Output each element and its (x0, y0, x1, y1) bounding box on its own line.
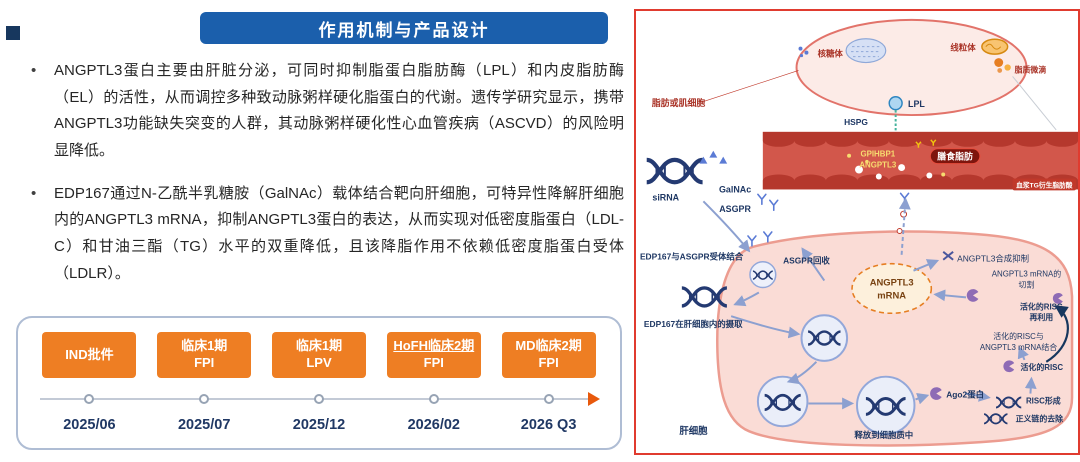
bullet-item-1: ANGPTL3蛋白主要由肝脏分泌，可同时抑制脂蛋白脂肪酶（LPL）和内皮脂肪酶（… (24, 58, 624, 165)
milestone-label: MD临床2期 (515, 338, 582, 354)
milestone-phase1-fpi: 临床1期 FPI 2025/07 (147, 332, 262, 440)
ribosome-icon (798, 46, 809, 58)
label-synthesis-inhibition: ANGPTL3合成抑制 (957, 254, 1029, 264)
label-risc-reuse-line1: 活化的RISC (1020, 301, 1063, 311)
membrane-receptor-icon (747, 235, 757, 247)
membrane-receptor-icon (763, 231, 773, 243)
milestone-date: 2026 Q3 (520, 417, 577, 433)
mitochondria-icon (981, 38, 1009, 55)
label-angptl3: ANGPTL3 (859, 161, 897, 170)
milestone-node (199, 394, 210, 404)
milestone-node (84, 394, 95, 404)
timeline-columns: IND批件 2025/06 临床1期 FPI 2025/07 临床1期 LPV (18, 318, 620, 448)
blood-vessel-shape (762, 131, 1078, 191)
milestone-box: IND批件 (42, 332, 137, 378)
milestone-sublabel: FPI (194, 355, 215, 370)
lpl-icon (888, 95, 903, 111)
endocytosis-vesicles (749, 260, 916, 436)
label-activated-risc: 活化的RISC (1021, 362, 1064, 372)
label-gpihbp1: GPIHBP1 (860, 150, 895, 159)
milestone-node (313, 394, 324, 404)
milestone-sublabel: FPI (538, 355, 559, 370)
nucleus-icon (845, 38, 887, 64)
galnac-icon (699, 150, 728, 164)
label-hepatocyte: 肝细胞 (679, 425, 708, 436)
plasma-tg-pill (1012, 178, 1077, 191)
milestone-label: IND批件 (65, 346, 114, 362)
label-galnac: GalNAc (719, 184, 751, 194)
label-fat-muscle-cell: 脂肪或肌细胞 (651, 97, 706, 108)
label-hspg: HSPG (844, 117, 868, 127)
milestone-label: HoFH临床2期 (393, 338, 475, 354)
label-ribosome: 核糖体 (818, 49, 844, 59)
milestone-date: 2025/06 (63, 417, 116, 433)
label-cleavage-line1: ANGPTL3 mRNA的 (992, 269, 1062, 279)
bullet-text-2: EDP167通过N-乙酰半乳糖胺（GalNAc）载体结合靶向肝细胞，可特异性降解… (54, 184, 624, 282)
label-sense-strand-removal: 正义链的去除 (1016, 413, 1064, 423)
sirna-helix-icon (647, 160, 703, 182)
label-asgpr: ASGPR (719, 204, 751, 214)
label-risc-bind-line2: ANGPTL3 mRNA结合 (980, 342, 1057, 352)
label-lipid-droplets: 脂质微滴 (1014, 64, 1047, 74)
asgpr-receptor-icon (768, 199, 779, 211)
label-asgpr-binding: EDP167与ASGPR受体结合 (640, 252, 744, 262)
flow-arrows (702, 197, 1037, 410)
milestone-box: 临床1期 FPI (157, 332, 252, 378)
milestone-box: MD临床2期 FPI (501, 332, 596, 378)
label-lpl: LPL (908, 99, 925, 109)
label-risc-reuse-line2: 再利用 (1029, 312, 1053, 322)
milestone-sublabel: FPI (423, 355, 444, 370)
lipid-vessel-connector-line (1012, 76, 1057, 131)
milestone-md-phase2: MD临床2期 FPI 2026 Q3 (491, 332, 606, 440)
secreted-angptl3-receptor-icon (899, 192, 910, 205)
label-risc-formation: RISC形成 (1026, 395, 1061, 405)
title-accent-square (6, 26, 20, 40)
milestone-node (543, 394, 554, 404)
milestone-phase1-lpv: 临床1期 LPV 2025/12 (262, 332, 377, 440)
asgpr-receptor-icon (757, 193, 767, 206)
label-mrna-line2: mRNA (877, 289, 906, 300)
risc-recycle-arrow (1045, 305, 1069, 363)
milestone-date: 2026/02 (407, 417, 460, 433)
fat-cell-pointer-line (701, 70, 799, 103)
label-release-cytoplasm: 释放到细胞质中 (854, 430, 913, 440)
label-mitochondria: 线粒体 (950, 43, 976, 53)
label-risc-bind-line1: 活化的RISC与 (993, 331, 1044, 341)
bullet-item-2: EDP167通过N-乙酰半乳糖胺（GalNAc）载体结合靶向肝细胞，可特异性降解… (24, 181, 624, 288)
label-dietary-fat: 膳食脂肪 (937, 151, 973, 162)
label-sirna: siRNA (652, 192, 679, 202)
label-cleavage-line2: 切割 (1019, 279, 1035, 289)
lipid-droplet-icon (994, 58, 1011, 73)
milestone-date: 2025/12 (292, 417, 346, 433)
milestone-box: HoFH临床2期 FPI (386, 332, 481, 378)
page-title: 作用机制与产品设计 (200, 12, 608, 44)
milestone-label: 临床1期 (295, 338, 343, 354)
angptl3-protein-icon (915, 139, 937, 148)
fat-muscle-cell-shape (795, 18, 1028, 117)
milestone-hofh-phase2: HoFH临床2期 FPI 2026/02 (376, 332, 491, 440)
label-mrna-line1: ANGPTL3 (870, 277, 914, 288)
bullet-text-1: ANGPTL3蛋白主要由肝脏分泌，可同时抑制脂蛋白脂肪酶（LPL）和内皮脂肪酶（… (54, 62, 624, 160)
milestone-ind: IND批件 2025/06 (32, 332, 147, 440)
label-ago2: Ago2蛋白 (946, 390, 984, 400)
milestone-box: 临床1期 LPV (271, 332, 366, 378)
label-asgpr-recycle: ASGPR回收 (783, 256, 830, 266)
mechanism-diagram: 脂肪或肌细胞 核糖体 线粒体 脂质微滴 LPL HSPG GPIHBP1 ANG… (634, 9, 1080, 455)
label-plasma-tg: 血浆TG衍生脂肪酸 (1016, 180, 1073, 189)
bullet-list: ANGPTL3蛋白主要由肝脏分泌，可同时抑制脂蛋白脂肪酶（LPL）和内皮脂肪酶（… (24, 58, 624, 304)
milestone-sublabel: LPV (306, 355, 332, 370)
dietary-fat-pill (929, 148, 981, 165)
timeline: IND批件 2025/06 临床1期 FPI 2025/07 临床1期 LPV (16, 316, 622, 450)
mrna-oval (851, 262, 933, 315)
milestone-label: 临床1期 (181, 338, 228, 354)
secreted-angptl3-dot (896, 228, 903, 234)
milestone-date: 2025/07 (177, 417, 231, 433)
milestone-node (428, 394, 439, 404)
label-uptake: EDP167在肝细胞内的摄取 (644, 319, 743, 329)
inhibition-x-icon (942, 251, 954, 261)
